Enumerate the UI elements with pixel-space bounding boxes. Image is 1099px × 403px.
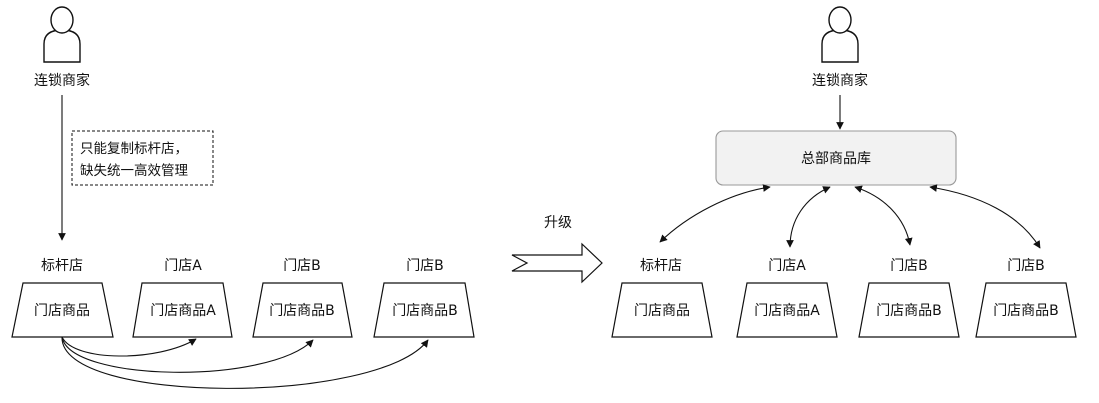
left-note-line-2: 缺失统一高效管理	[80, 162, 188, 179]
right-store-product-flagship: 门店商品	[634, 303, 690, 319]
upgrade-arrow-icon	[511, 242, 603, 284]
right-store-shape-flagship	[611, 282, 713, 338]
left-store-title-a: 门店A	[164, 258, 202, 274]
copy-arrow-to-store-b2	[61, 336, 429, 389]
left-store-shape-b2	[373, 282, 475, 338]
left-note-box	[71, 130, 214, 186]
right-store-product-b2: 门店商品B	[993, 303, 1059, 319]
right-store-shape-b1	[858, 282, 960, 338]
left-store-title-b2: 门店B	[406, 258, 444, 274]
right-store-title-b1: 门店B	[890, 258, 928, 274]
right-store-shape-b2	[975, 282, 1077, 338]
hq-product-library-label: 总部商品库	[801, 151, 871, 167]
right-store-title-a: 门店A	[768, 258, 806, 274]
left-store-product-b2: 门店商品B	[392, 303, 458, 319]
left-store-title-b1: 门店B	[283, 258, 321, 274]
sync-arrow-hq-store-b1	[854, 185, 913, 246]
upgrade-label: 升级	[544, 215, 572, 231]
right-store-title-flagship: 标杆店	[640, 258, 682, 274]
left-actor-icon	[43, 6, 81, 63]
left-actor-label: 连锁商家	[34, 72, 90, 89]
left-store-shape-flagship	[11, 282, 114, 338]
left-note-line-1: 只能复制标杆店，	[80, 140, 188, 157]
right-actor-icon	[821, 6, 859, 63]
left-store-shape-b1	[252, 282, 353, 338]
copy-arrow-to-store-b1	[61, 336, 314, 373]
right-store-product-a: 门店商品A	[754, 303, 820, 319]
sync-arrow-hq-flagship	[659, 184, 771, 243]
right-actor-label: 连锁商家	[812, 72, 868, 89]
left-store-title-flagship: 标杆店	[41, 258, 83, 274]
left-store-product-flagship: 门店商品	[34, 303, 90, 319]
left-store-product-b1: 门店商品B	[269, 303, 335, 319]
sync-arrow-hq-store-b2	[929, 184, 1041, 249]
right-store-shape-a	[736, 282, 838, 338]
left-store-product-a: 门店商品A	[150, 303, 216, 319]
sync-arrow-hq-store-a	[786, 186, 831, 248]
left-store-shape-a	[132, 282, 233, 338]
right-store-product-b1: 门店商品B	[876, 303, 942, 319]
copy-arrow-to-store-a	[61, 336, 197, 357]
hq-product-library-box	[715, 130, 957, 186]
right-store-title-b2: 门店B	[1007, 258, 1045, 274]
